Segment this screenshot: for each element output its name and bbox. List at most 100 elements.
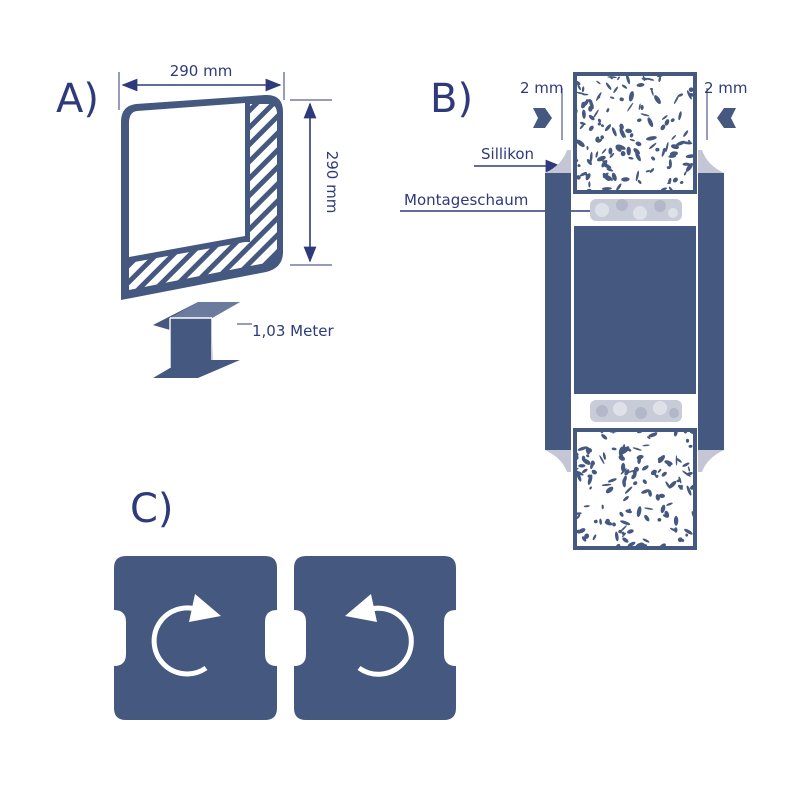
speckle [581, 86, 585, 93]
speckle [668, 480, 677, 489]
rotate-clockwise-button[interactable] [114, 556, 277, 720]
frame-right-profile [698, 173, 724, 450]
speckle [658, 493, 665, 499]
speckle [601, 483, 612, 487]
speckle [588, 181, 591, 188]
speckle [657, 517, 662, 522]
speckle [621, 531, 625, 535]
speckle [661, 471, 667, 477]
speckle [585, 172, 588, 179]
speckle [620, 468, 627, 475]
speckle [601, 434, 608, 440]
speckle [599, 518, 602, 525]
profile-bottom-hatch [129, 242, 250, 290]
speckle [657, 74, 663, 78]
speckle [585, 446, 591, 455]
speckle [605, 486, 614, 494]
speckle [611, 447, 617, 451]
foam-label: Montageschaum [404, 191, 528, 209]
speckle [576, 513, 581, 520]
speckle [625, 544, 633, 548]
gap-left-label: 2 mm [520, 79, 564, 97]
gap-right-label: 2 mm [704, 79, 748, 97]
speckle [682, 462, 690, 467]
wall-block-bottom [573, 428, 697, 550]
speckle [613, 86, 619, 94]
speckle [660, 187, 668, 191]
speckle [620, 151, 626, 157]
speckle [668, 186, 674, 192]
speckle [592, 534, 597, 541]
speckle [629, 133, 634, 138]
speckle [689, 430, 693, 434]
speckle [690, 484, 695, 490]
speckle [654, 430, 659, 433]
speckle [679, 181, 684, 184]
speckle [582, 468, 588, 474]
speckle [671, 135, 677, 140]
speckle [685, 438, 690, 443]
height-dimension-label: 290 mm [323, 151, 341, 214]
speckle [644, 514, 650, 522]
speckle [635, 141, 642, 147]
rotate-counterclockwise-button[interactable] [294, 556, 456, 720]
speckle [644, 507, 654, 510]
sealant-top-right [698, 150, 724, 173]
speckle [575, 512, 582, 516]
speckle [661, 115, 668, 120]
speckle [668, 177, 672, 184]
speckle [615, 543, 621, 548]
speckle [602, 172, 611, 182]
speckle [662, 147, 667, 152]
speckle [637, 179, 642, 184]
speckle [641, 489, 650, 494]
speckle [606, 108, 610, 113]
speckle [627, 447, 632, 452]
speckle [673, 430, 678, 437]
speckle [678, 476, 682, 484]
speckle [576, 175, 581, 180]
speckle [596, 155, 606, 162]
profile-opening [129, 103, 245, 257]
speckle [621, 177, 630, 182]
speckle [646, 77, 655, 81]
speckle [664, 510, 670, 518]
speckle [596, 80, 601, 85]
speckle [647, 117, 654, 128]
speckle [632, 447, 642, 451]
speckle [582, 458, 591, 465]
speckle [655, 474, 659, 478]
speckle [597, 118, 602, 123]
speckle [683, 430, 688, 434]
speckle [645, 170, 651, 173]
speckle [628, 91, 634, 102]
speckle [593, 519, 598, 524]
speckle [683, 171, 687, 176]
speckle [636, 430, 644, 434]
sealant-top-left [545, 150, 571, 173]
profile-side-hatch [250, 104, 277, 266]
speckle [586, 146, 589, 150]
foam-strip-top [590, 199, 682, 221]
speckle [642, 444, 650, 447]
speckle [586, 188, 592, 192]
speckle [642, 479, 647, 485]
speckle [578, 464, 586, 468]
speckle [637, 118, 642, 122]
speckle [600, 430, 604, 434]
gap-right-arrow-icon [717, 108, 736, 128]
speckle [654, 95, 661, 105]
speckle [614, 531, 619, 542]
speckle [575, 451, 579, 460]
speckle [647, 436, 651, 440]
speckle [641, 465, 649, 471]
speckle [575, 467, 579, 472]
speckle [588, 125, 594, 131]
speckle [617, 76, 620, 81]
speckle [578, 528, 586, 534]
speckle [688, 87, 694, 93]
speckle [612, 522, 616, 527]
speckle [635, 170, 640, 182]
speckle [677, 537, 683, 543]
speckle [673, 515, 679, 526]
